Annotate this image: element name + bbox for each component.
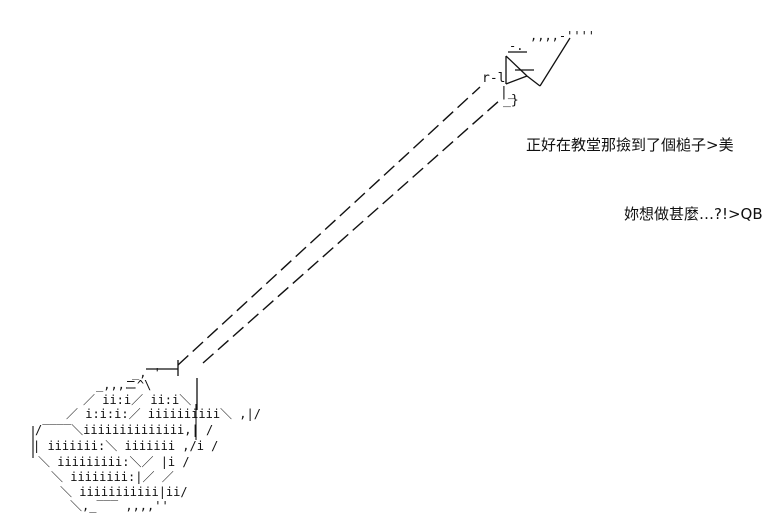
svg-text:＼ iiiiiiii:|／ ／: ＼ iiiiiiii:|／ ／ <box>51 470 174 484</box>
svg-text:＼ iiiiiiiii:＼／ |i /: ＼ iiiiiiiii:＼／ |i / <box>38 455 190 469</box>
dialogue-line-1: 正好在教堂那撿到了個槌子>美 <box>526 136 734 154</box>
svg-text:|_: |_ <box>500 85 516 100</box>
svg-text:-.: -. <box>509 39 523 53</box>
svg-text:,,,,-'''': ,,,,-'''' <box>530 29 595 43</box>
hammer-neck <box>146 360 198 410</box>
hammer-shaft <box>177 86 501 366</box>
svg-text:r-l: r-l <box>482 71 505 86</box>
svg-text:／ i:i:i:／ iiiiiiiiii＼ ,|/: ／ i:i:i:／ iiiiiiiiii＼ ,|/ <box>66 407 261 421</box>
svg-text:＼ iiiiiiiiiii|ii/: ＼ iiiiiiiiiii|ii/ <box>60 485 188 499</box>
shaft-top-joint: r-l |_ _} <box>482 71 519 108</box>
svg-text:＼,_‾‾‾ ,,,,'': ＼,_‾‾‾ ,,,,'' <box>70 499 169 513</box>
svg-text:／ ii:i／ ii:i＼: ／ ii:i／ ii:i＼ <box>83 393 191 407</box>
hammer-tip-marks: ,,,,-'''' -. <box>509 29 595 53</box>
hammer-tip <box>505 37 571 87</box>
svg-text:_,,,ニ^\: _,,,ニ^\ <box>96 378 151 392</box>
svg-text:_, ': _, ' <box>132 366 161 380</box>
svg-text:_}: _} <box>503 93 519 108</box>
hammer-head-outline <box>32 404 197 458</box>
hammer-head: _, ' _,,,ニ^\ ／ ii:i／ ii:i＼ ／ i:i:i:／ iii… <box>33 366 261 513</box>
svg-text:/‾‾‾‾＼iiiiiiiiiiiiii,| /: /‾‾‾‾＼iiiiiiiiiiiiii,| / <box>35 423 213 437</box>
dialogue-line-2: 妳想做甚麼…?!>QB <box>624 205 763 223</box>
svg-text:| iiiiiii:＼ iiiiiii ,/i /: | iiiiiii:＼ iiiiiii ,/i / <box>33 439 218 453</box>
